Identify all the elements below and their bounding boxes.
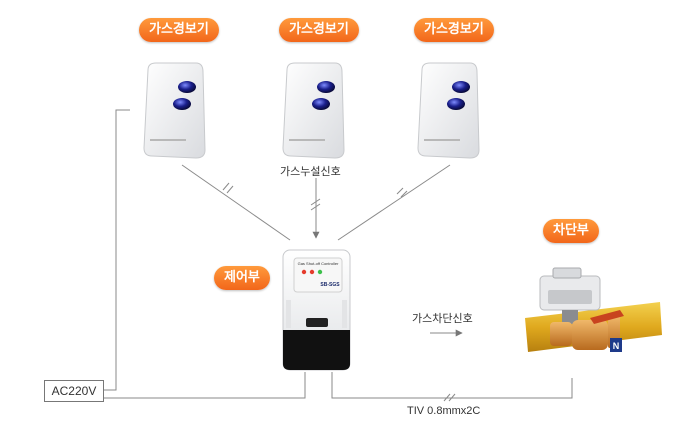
gas-detector-1 [143,62,206,159]
detector-label-1: 가스경보기 [139,18,219,42]
leak-signal-label: 가스누설신호 [280,166,341,178]
detector-label-3: 가스경보기 [414,18,494,42]
controller-panel-text: Gas Shut-off Controller [298,261,340,266]
detector-label-2: 가스경보기 [279,18,359,42]
power-source-box: AC220V [44,380,104,402]
line-detector-3 [337,164,451,241]
led-green [317,269,323,275]
controller-model-text: SB-SGS [320,282,340,288]
cable-label: TIV 0.8mmx2C [407,405,481,417]
gas-detector-2 [282,62,345,159]
shutoff-valve: N [525,267,662,352]
controller-unit: Gas Shut-off Controller SB-SGS [282,249,351,371]
signal-lines [181,164,451,241]
gas-detector-3 [417,62,480,159]
led-red [301,269,307,275]
power-lines [102,109,573,402]
shutoff-signal-label: 가스차단신호 [412,313,473,325]
valve-label: 차단부 [543,219,599,243]
led-red-2 [309,269,315,275]
line-detector-1 [181,164,291,241]
valve-badge: N [613,341,620,351]
controller-label: 제어부 [214,266,270,290]
